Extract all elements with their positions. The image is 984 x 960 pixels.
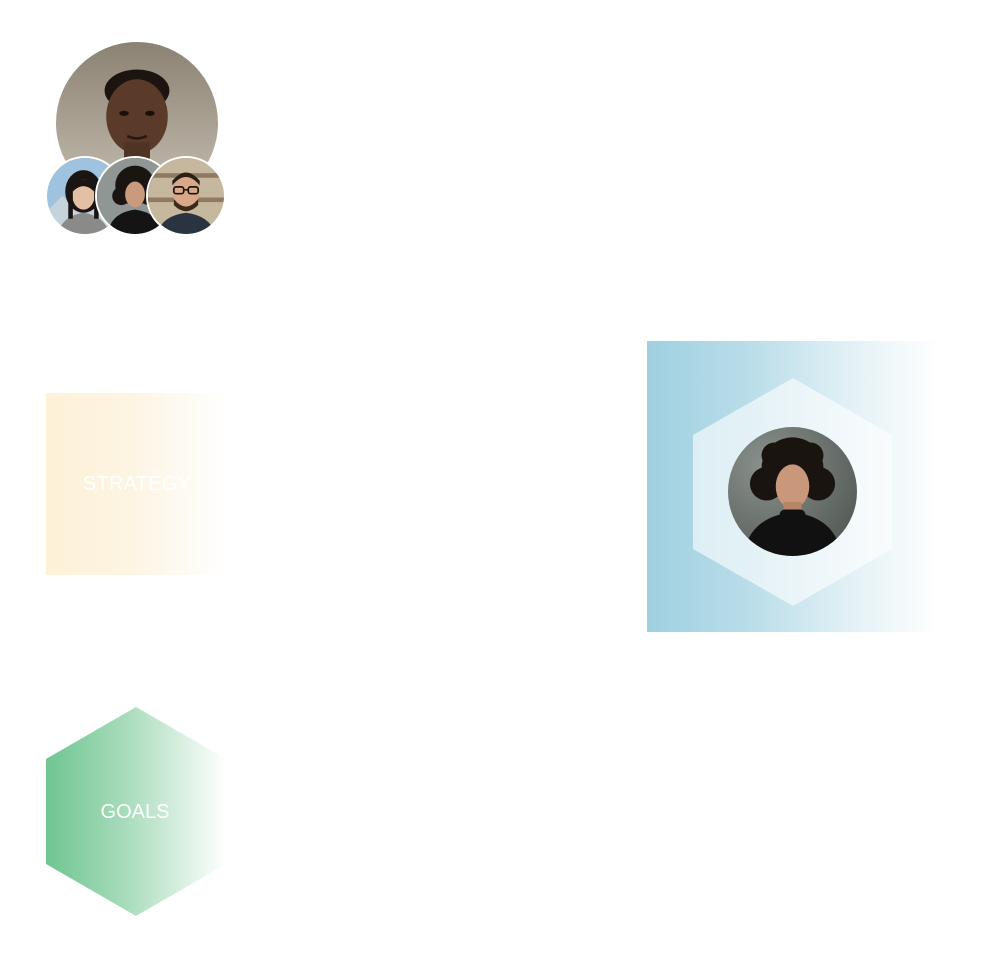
strategy-label: STRATEGY bbox=[83, 472, 191, 495]
hexagon-shape bbox=[46, 707, 226, 916]
goals-label: GOALS bbox=[100, 800, 170, 823]
strategy-card[interactable]: STRATEGY bbox=[46, 393, 228, 575]
goals-hexagon[interactable]: GOALS bbox=[46, 707, 230, 917]
avatar-group bbox=[44, 42, 230, 240]
profile-tile[interactable] bbox=[647, 341, 939, 632]
person-avatar-icon bbox=[728, 427, 857, 556]
person-avatar-icon bbox=[148, 158, 224, 234]
avatar-small-3 bbox=[146, 156, 226, 236]
profile-avatar bbox=[728, 427, 857, 556]
